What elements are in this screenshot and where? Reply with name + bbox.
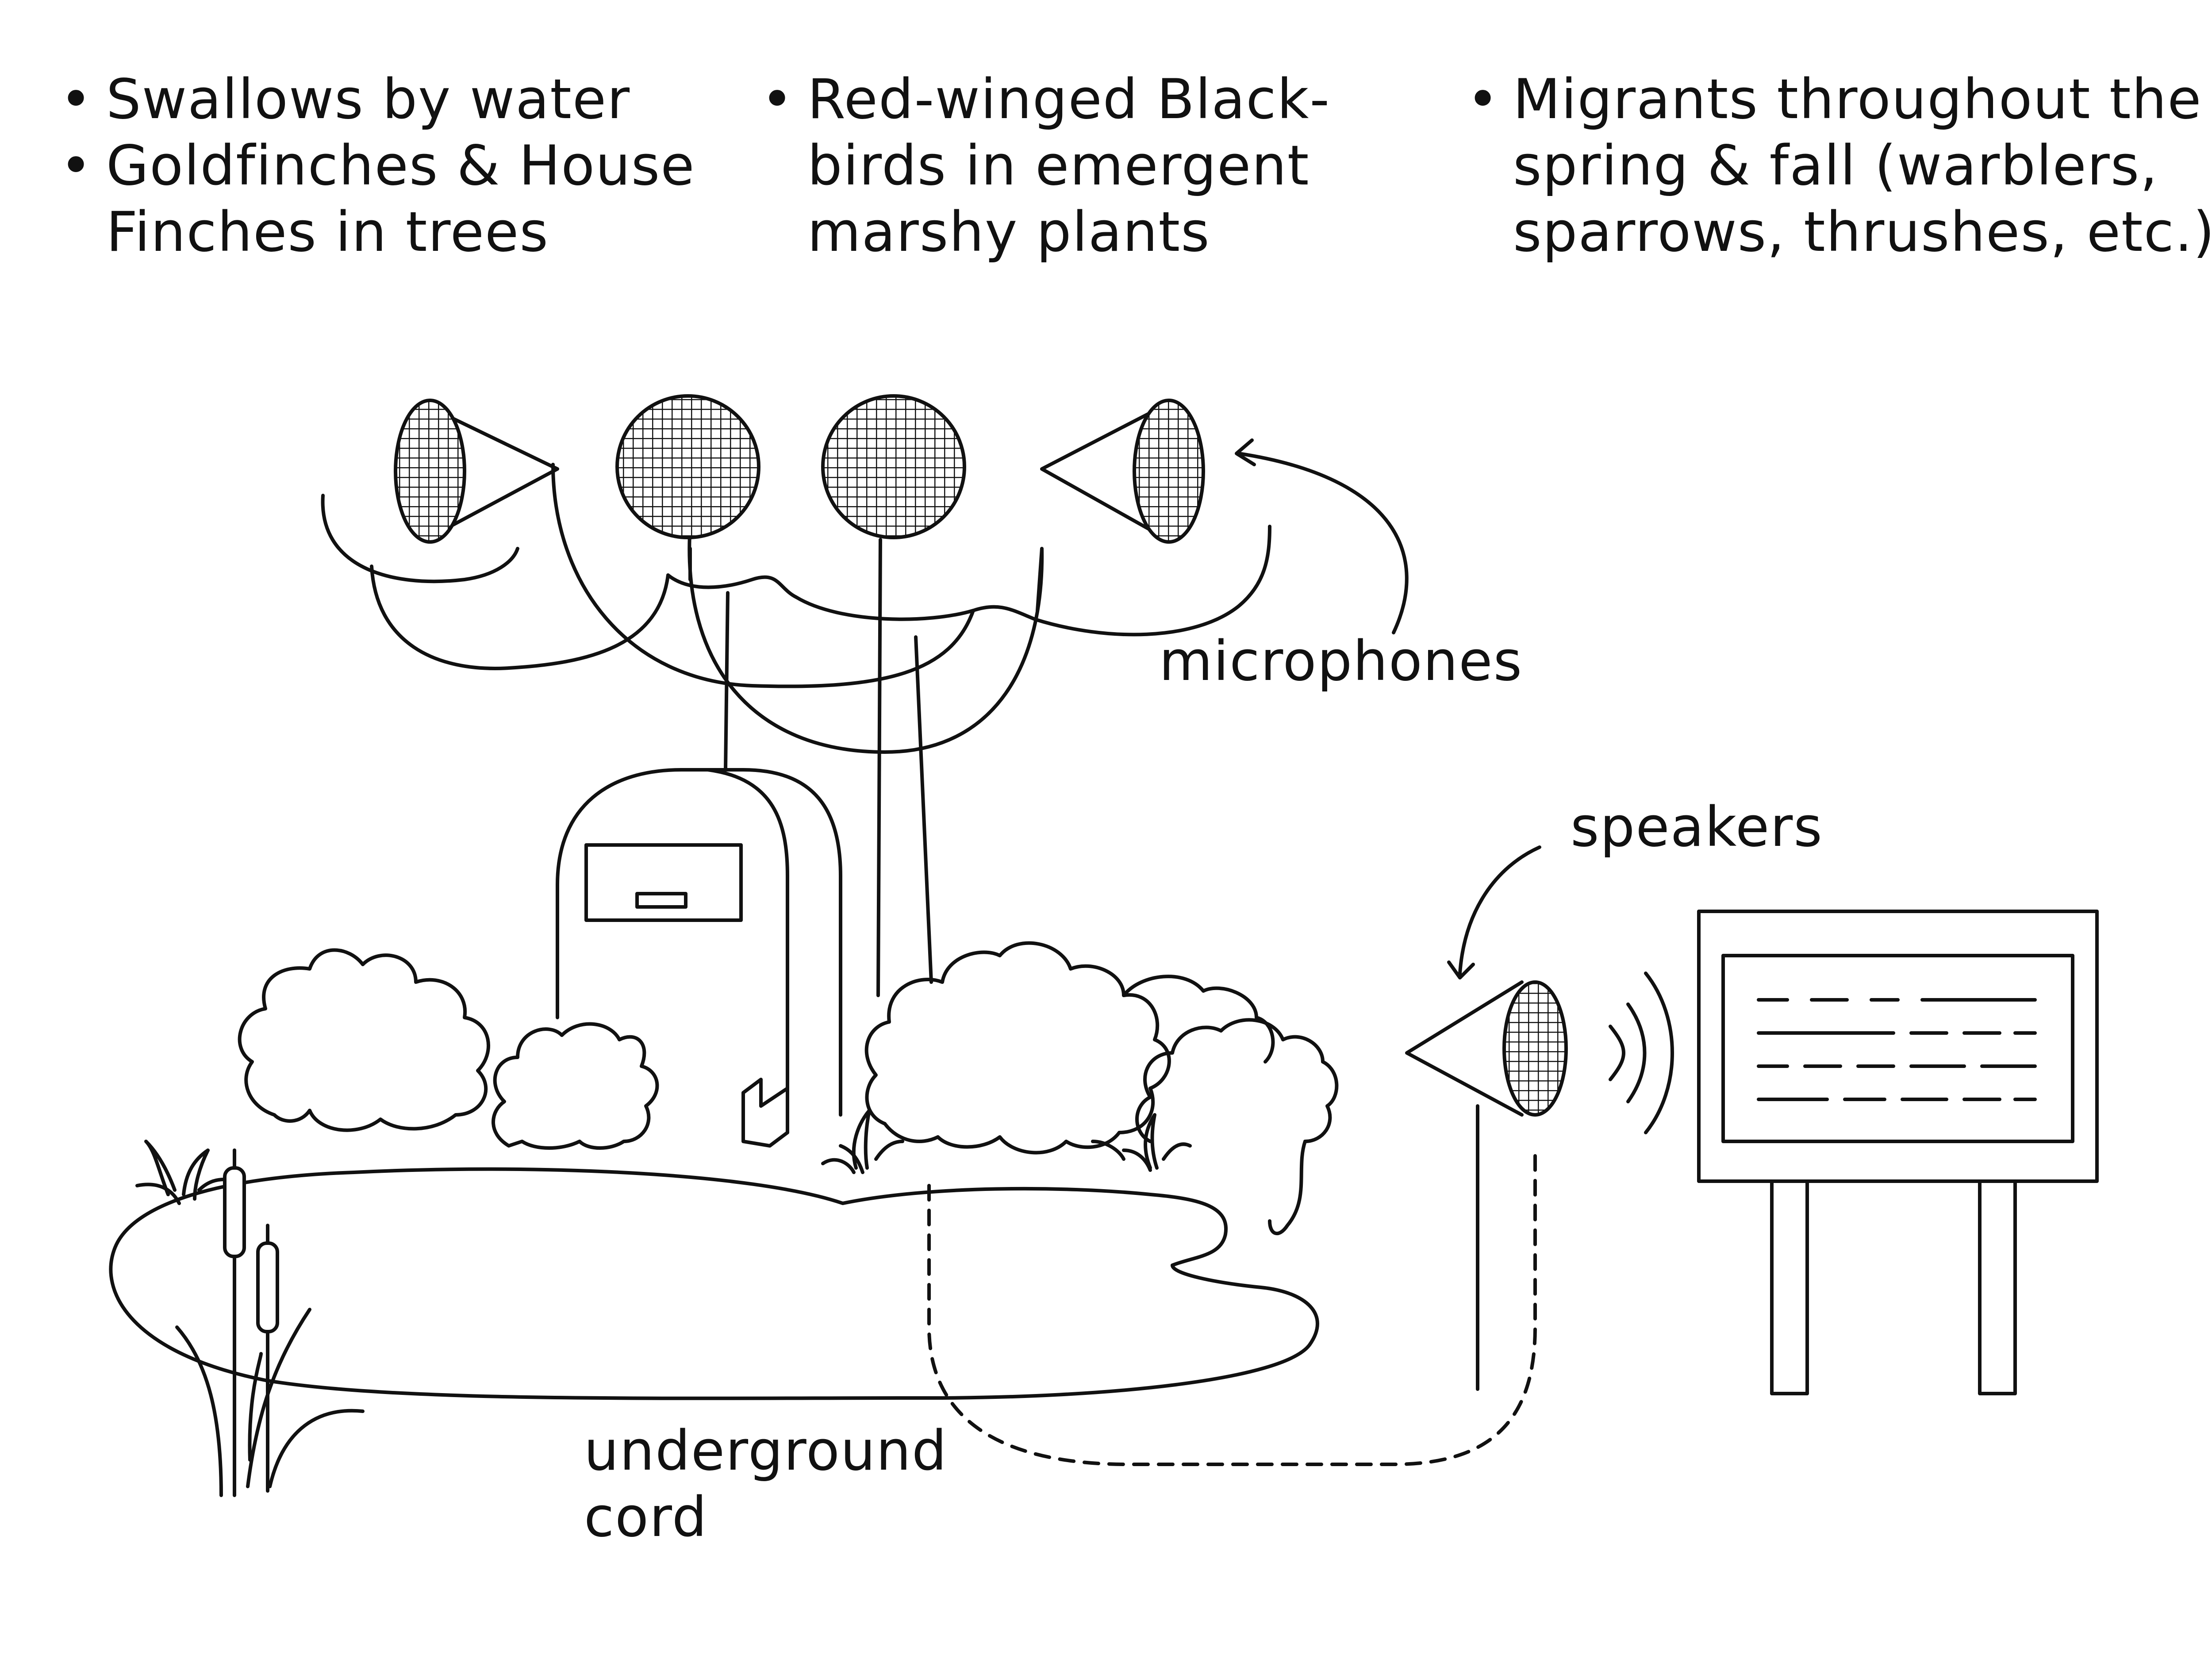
shrub-mailbox-left-icon [492,1022,659,1150]
pond-icon [109,1167,1319,1400]
grass-tuft-center-icon [821,1109,904,1174]
bird-notes-column-3: Migrants throughout the spring & fall (w… [1467,66,2212,265]
shrub-right-icon [1135,1018,1339,1236]
speakers-label: speakers [1571,795,1823,859]
sign-icon [1697,910,2099,1395]
bird-note-text: Migrants throughout the spring & fall (w… [1513,68,2212,264]
bird-note-text: Goldfinches & House Finches in trees [106,134,695,264]
bird-note-text: Swallows by water [106,68,631,131]
bird-note-text: Red-winged Black- birds in emergent mars… [807,68,1331,264]
microphones-pointer-arrow [1235,438,1409,634]
bird-notes-column-1: Swallows by water Goldfinches & House Fi… [60,66,695,265]
shrub-left-icon [238,948,490,1132]
mailbox-icon [556,768,842,1148]
microphone-right-icon [1040,399,1205,544]
speakers-pointer-arrow [1447,845,1541,979]
speaker-icon [1405,980,1568,1391]
bird-notes-column-2: Red-winged Black- birds in emergent mars… [761,66,1330,265]
bird-note-item: Swallows by water [60,66,695,133]
grass-tuft-right-icon [1091,1113,1192,1172]
bird-note-item: Red-winged Black- birds in emergent mars… [761,66,1330,265]
bird-note-item: Goldfinches & House Finches in trees [60,133,695,265]
underground-cord-label: underground cord [584,1419,948,1549]
microphones-label: microphones [1159,630,1523,693]
underground-cord [927,1144,1537,1466]
microphone-center-left-icon [615,394,760,539]
shrub-center-icon [864,941,1275,1155]
bird-note-item: Migrants throughout the spring & fall (w… [1467,66,2212,265]
cattail-icon [175,1148,365,1497]
microphone-left-icon [394,399,559,544]
microphone-center-right-icon [821,394,966,539]
sound-waves-icon [1609,972,1674,1134]
microphone-cables [321,463,1271,997]
